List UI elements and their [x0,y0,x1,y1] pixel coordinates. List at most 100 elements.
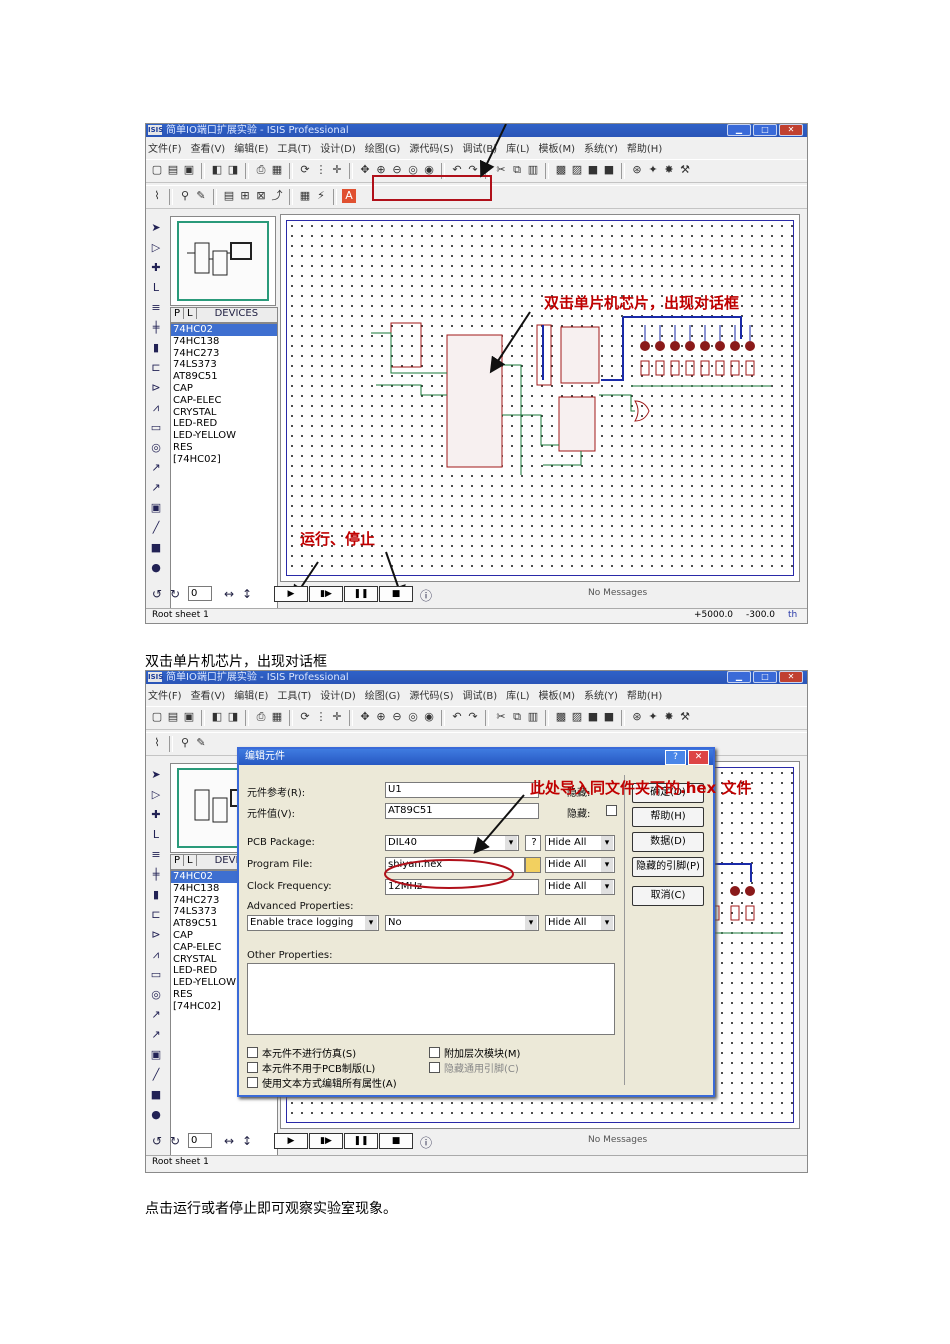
exclude-pcb-checkbox[interactable]: 本元件不用于PCB制版(L) [247,1060,375,1075]
block-rotate-icon[interactable]: ■ [587,163,599,176]
overview-window[interactable] [170,216,276,306]
device-item[interactable]: CAP [173,382,193,394]
grid-icon[interactable]: ⋮ [315,710,327,723]
zoom-area-icon[interactable]: ◉ [424,163,434,176]
junction-icon[interactable]: ✚ [151,808,161,821]
menu-template[interactable]: 模板(M) [538,691,575,702]
menu-template[interactable]: 模板(M) [538,144,575,155]
save-icon[interactable]: ▣ [183,710,195,723]
decompose-icon[interactable]: ⚒ [680,163,690,176]
menu-system[interactable]: 系统(Y) [583,144,618,155]
exit-to-parent-icon[interactable]: ⤴ [271,189,283,202]
library-tab[interactable]: L [184,308,197,319]
paste-icon[interactable]: ▥ [527,710,539,723]
print-icon[interactable]: ⎙ [256,163,266,176]
component-mode-icon[interactable]: ▷ [151,788,161,801]
zoom-all-icon[interactable]: ◎ [408,710,418,723]
cut-icon[interactable]: ✂ [496,163,506,176]
device-item[interactable]: 74HC138 [173,882,220,894]
save-icon[interactable]: ▣ [183,163,195,176]
subcircuit-icon[interactable]: ▮ [152,888,160,901]
import-icon[interactable]: ◧ [211,163,223,176]
maximize-icon[interactable]: □ [753,124,777,136]
menu-file[interactable]: 文件(F) [148,691,182,702]
virtual-instrument-icon[interactable]: ▣ [150,1048,162,1061]
maximize-icon[interactable]: □ [753,671,777,683]
menu-help[interactable]: 帮助(H) [626,144,663,155]
close-icon[interactable]: ✕ [779,124,803,136]
bus-icon[interactable]: ╪ [152,321,160,334]
open-folder-icon[interactable]: ▤ [167,163,179,176]
graph-icon[interactable]: ⩘ [152,401,160,414]
component-value-field[interactable]: AT89C51 [385,803,539,819]
add-sheet-icon[interactable]: ⊞ [240,189,250,202]
current-probe-icon[interactable]: ↗ [151,481,161,494]
device-item[interactable]: CRYSTAL [173,953,217,965]
circle-icon[interactable]: ● [151,561,161,574]
pin-icon[interactable]: ⊳ [151,381,161,394]
device-item[interactable]: LED-YELLOW [173,430,236,442]
close-icon[interactable]: ✕ [779,671,803,683]
tape-icon[interactable]: ▭ [150,968,162,981]
select-mode-icon[interactable]: ➤ [151,768,161,781]
pause-button[interactable]: ❚❚ [344,1133,378,1149]
origin-icon[interactable]: ✛ [332,163,342,176]
rotation-field[interactable]: 0 [188,1133,212,1148]
device-item[interactable]: CAP [173,929,193,941]
hidden-pins-button[interactable]: 隐藏的引脚(P) [632,857,704,877]
ok-button[interactable]: 确定(O) [632,783,704,803]
zoom-all-icon[interactable]: ◎ [408,163,418,176]
minimize-icon[interactable]: ▁ [727,124,751,136]
clock-frequency-field[interactable]: 12MHz [385,879,539,895]
new-file-icon[interactable]: ▢ [151,163,163,176]
device-item[interactable]: AT89C51 [173,371,218,383]
menu-source[interactable]: 源代码(S) [409,144,454,155]
print-area-icon[interactable]: ▦ [271,163,283,176]
copy-icon[interactable]: ⧉ [513,710,521,723]
schematic-canvas[interactable] [280,214,800,582]
make-device-icon[interactable]: ✦ [648,710,658,723]
mirror-y-icon[interactable]: ↕ [242,1134,253,1148]
graph-icon[interactable]: ⩘ [152,948,160,961]
program-file-field[interactable]: shiyan.hex [385,857,525,873]
help-button[interactable]: 帮助(H) [632,807,704,827]
device-item[interactable]: LED-RED [173,965,218,977]
generator-icon[interactable]: ◎ [151,988,161,1001]
search-icon[interactable]: ⚲ [180,189,190,202]
zoom-out-icon[interactable]: ⊖ [392,710,402,723]
zoom-out-icon[interactable]: ⊖ [392,163,402,176]
pick-tab[interactable]: P [171,855,185,866]
run-button[interactable]: ▶ [274,1133,308,1149]
menu-library[interactable]: 库(L) [506,691,530,702]
device-item[interactable]: CAP-ELEC [173,394,222,406]
edit-as-text-checkbox[interactable]: 使用文本方式编辑所有属性(A) [247,1075,397,1090]
package-browse-button[interactable]: ? [525,835,541,851]
menu-view[interactable]: 查看(V) [190,144,226,155]
component-mode-icon[interactable]: ▷ [151,241,161,254]
folder-icon[interactable] [525,857,541,873]
advanced-value-select[interactable]: No [385,915,539,931]
decompose-icon[interactable]: ⚒ [680,710,690,723]
refresh-icon[interactable]: ⟳ [300,710,310,723]
block-delete-icon[interactable]: ■ [603,710,615,723]
cancel-button[interactable]: 取消(C) [632,886,704,906]
device-item[interactable]: CAP-ELEC [173,941,222,953]
package-tool-icon[interactable]: ✸ [664,163,674,176]
new-sheet-icon[interactable]: ▤ [223,189,235,202]
menu-system[interactable]: 系统(Y) [583,691,618,702]
remove-sheet-icon[interactable]: ⊠ [256,189,266,202]
junction-icon[interactable]: ✚ [151,261,161,274]
run-button[interactable]: ▶ [274,586,308,602]
device-item[interactable]: 74HC273 [173,347,220,359]
wire-label-icon[interactable]: L [152,281,160,294]
bill-of-materials-icon[interactable]: ▦ [299,189,311,202]
device-item[interactable]: LED-YELLOW [173,977,236,989]
mirror-y-icon[interactable]: ↕ [242,587,253,601]
hide-all-select[interactable]: Hide All [545,857,615,873]
select-mode-icon[interactable]: ➤ [151,221,161,234]
help-icon[interactable]: ? [665,750,686,765]
device-item[interactable]: RES [173,441,193,453]
data-button[interactable]: 数据(D) [632,832,704,852]
rotate-cw-icon[interactable]: ↻ [170,1134,181,1148]
ares-icon[interactable]: A [342,189,356,203]
